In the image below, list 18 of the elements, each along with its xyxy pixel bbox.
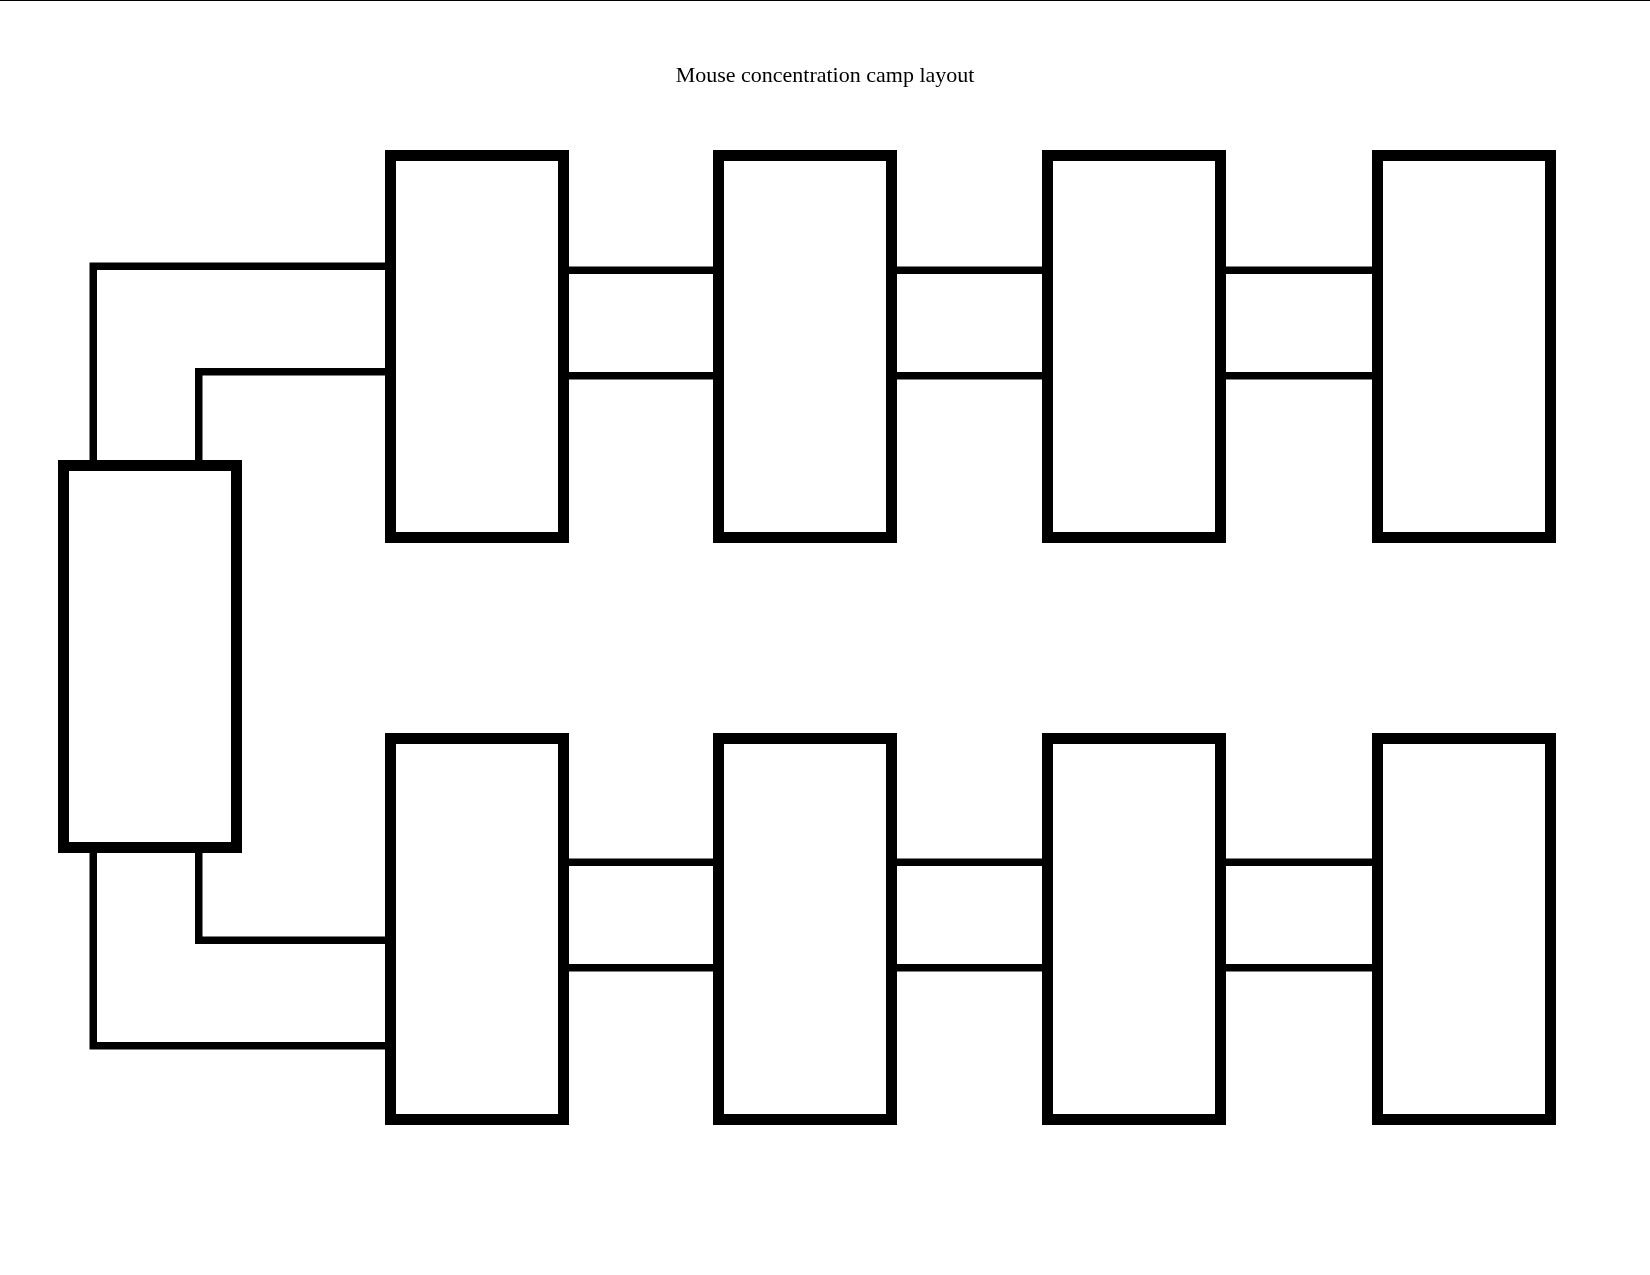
cage-box [58, 460, 242, 853]
tube-connector [569, 858, 713, 972]
cage-box [713, 733, 897, 1125]
diagram-title: Mouse concentration camp layout [674, 62, 976, 88]
cage-box [1372, 733, 1556, 1125]
tube-connector [89, 262, 385, 460]
tube-connector [1226, 266, 1372, 380]
cage-box [713, 150, 897, 543]
tube-connector [1226, 858, 1372, 972]
cage-box [385, 150, 569, 543]
cage-box [385, 733, 569, 1125]
cage-box [1042, 733, 1226, 1125]
tube-connector [897, 858, 1042, 972]
tube-connector [89, 853, 385, 1050]
cage-box [1372, 150, 1556, 543]
cage-box [1042, 150, 1226, 543]
tube-connector [569, 266, 713, 380]
tube-connector [897, 266, 1042, 380]
